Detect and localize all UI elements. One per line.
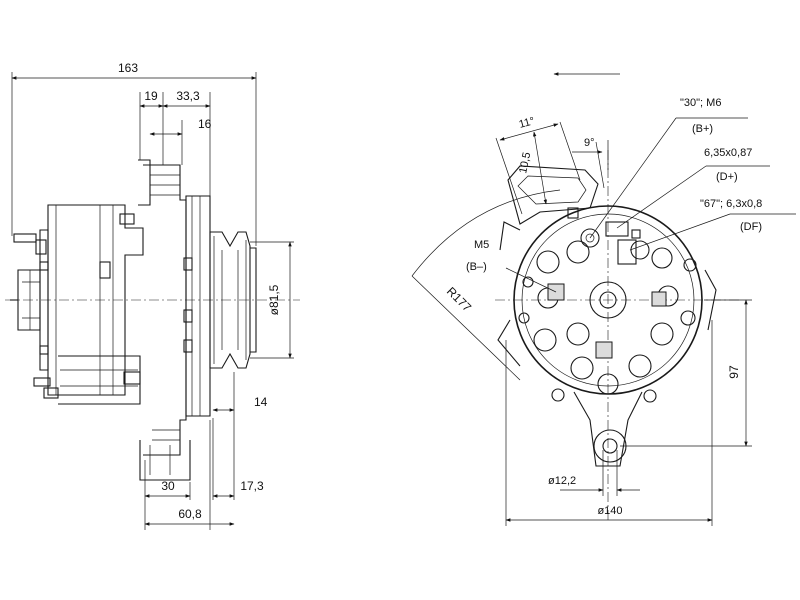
side-view-housing [10,159,191,481]
front-view-vent-holes [518,240,697,403]
side-view-extension-lines [11,72,294,530]
dim-16: 16 [198,117,212,131]
side-view-fan [183,195,211,417]
terminal-d-plus-tab [605,221,629,237]
front-view-leaders [505,117,796,293]
dim-14: 14 [254,395,268,409]
dim-97: 97 [727,365,741,379]
terminal-b-plus-spec: "30"; M6 [680,97,721,109]
radius-r177: R177 [444,284,474,314]
dim-30: 30 [161,479,175,493]
front-view-shaft [599,291,617,309]
side-view: 163 19 33,3 16 ø81,5 14 30 17,3 60,8 [5,61,300,530]
terminal-d-plus-spec: 6,35x0,87 [704,147,752,159]
front-view-angle-dims [495,121,609,215]
side-view-dimensions: 163 19 33,3 16 ø81,5 14 30 17,3 60,8 [11,61,292,526]
terminal-b-plus: (B+) [692,123,713,135]
dim-width-140: ø140 [597,505,622,517]
terminal-b-minus: (B–) [466,261,487,273]
radius-leader [411,275,521,381]
terminal-df-spec: "67"; 6,3x0,8 [700,198,762,210]
terminal-lower-block [595,341,613,359]
terminal-right-block [651,291,667,307]
front-view: R177 [411,72,796,526]
dim-17-3: 17,3 [240,479,264,493]
dim-33-3: 33,3 [176,89,200,103]
terminal-b-minus-spec: M5 [474,239,489,251]
terminal-df: (DF) [740,221,762,233]
front-view-housing [497,165,717,467]
front-view-hub [589,281,627,319]
angle-9: 9° [584,137,595,149]
dim-pulley-diameter: ø81,5 [267,284,281,315]
terminal-b-plus-stud [580,228,600,248]
dim-10-5: 10,5 [517,151,533,174]
dim-overall-length: 163 [118,61,138,75]
dim-19: 19 [144,89,158,103]
angle-11: 11° [518,115,536,131]
dim-60-8: 60,8 [178,507,202,521]
lower-mount-hole [602,438,618,454]
terminal-df-tab [617,239,637,265]
dim-hole-diameter: ø12,2 [548,475,576,487]
terminal-d-plus: (D+) [716,171,738,183]
front-view-terminals [547,207,667,359]
